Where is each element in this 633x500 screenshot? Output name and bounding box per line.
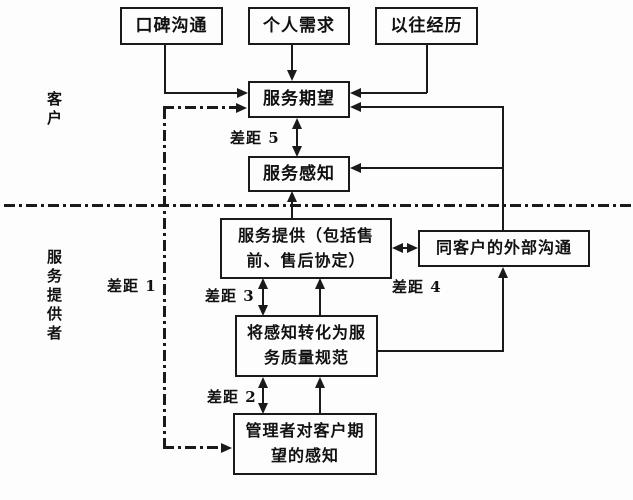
external-comm-branch-to-perception bbox=[359, 167, 503, 169]
external-comm-branch-to-expectation bbox=[359, 106, 503, 108]
gap2-arrowhead-up-icon bbox=[258, 377, 268, 388]
gap5-label: 差距 5 bbox=[230, 129, 280, 147]
service-expectation-box: 服务期望 bbox=[248, 81, 350, 118]
gap3-double-arrow-shaft bbox=[262, 287, 264, 307]
gap2-double-arrow-shaft bbox=[262, 386, 264, 405]
word-of-mouth-connector-horizontal bbox=[164, 92, 238, 94]
arrowhead-into-spec-bottom-icon bbox=[315, 377, 325, 388]
gap3-arrowhead-down-icon bbox=[258, 305, 268, 316]
customer-provider-divider-line bbox=[4, 204, 631, 207]
management-perception-box: 管理者对客户期 望的感知 bbox=[233, 413, 377, 475]
service-perception-box: 服务感知 bbox=[248, 156, 350, 192]
gap4-arrowhead-left-icon bbox=[392, 243, 403, 253]
past-experience-connector-horizontal bbox=[358, 92, 427, 94]
personal-needs-connector bbox=[291, 45, 293, 71]
past-experience-box: 以往经历 bbox=[375, 7, 478, 45]
spec-to-external-horizontal bbox=[378, 350, 504, 352]
word-of-mouth-box: 口碑沟通 bbox=[120, 7, 223, 45]
gap1-label: 差距 1 bbox=[107, 277, 157, 295]
gap4-double-arrow-shaft bbox=[399, 247, 411, 249]
spec-to-external-vertical bbox=[502, 277, 504, 352]
gap5-double-arrow-shaft bbox=[296, 128, 298, 148]
word-of-mouth-connector-vertical bbox=[164, 45, 166, 93]
management-to-spec-connector bbox=[319, 386, 321, 413]
delivery-to-perception-connector bbox=[291, 200, 293, 218]
arrowhead-expectation-from-external-icon bbox=[350, 102, 361, 112]
past-experience-connector-vertical bbox=[426, 45, 428, 93]
arrowhead-into-perception-bottom-icon bbox=[287, 191, 297, 202]
gap1-arrowhead-into-expectation-icon bbox=[236, 103, 247, 113]
gap5-arrowhead-up-icon bbox=[292, 118, 302, 129]
gap4-arrowhead-right-icon bbox=[407, 243, 418, 253]
personal-needs-box: 个人需求 bbox=[248, 7, 350, 45]
arrowhead-perception-from-external-icon bbox=[350, 163, 361, 173]
customer-region-label: 客户 bbox=[46, 90, 62, 128]
arrowhead-into-delivery-bottom-icon bbox=[315, 278, 325, 289]
gap3-arrowhead-up-icon bbox=[258, 278, 268, 289]
arrowhead-into-expectation-left-icon bbox=[237, 88, 248, 98]
gap1-dashdot-top-horizontal bbox=[163, 106, 238, 109]
arrowhead-into-expectation-right-icon bbox=[350, 88, 361, 98]
perception-to-spec-box: 将感知转化为服 务质量规范 bbox=[235, 315, 378, 377]
gap2-label: 差距 2 bbox=[207, 388, 257, 406]
spec-to-delivery-connector bbox=[319, 287, 321, 315]
gap5-arrowhead-down-icon bbox=[292, 146, 302, 157]
gap3-label: 差距 3 bbox=[205, 287, 255, 305]
gap1-dashdot-bottom-horizontal bbox=[163, 446, 223, 449]
service-delivery-box: 服务提供（包括售 前、售后协定） bbox=[220, 218, 392, 279]
gap1-arrowhead-into-management-icon bbox=[221, 443, 232, 453]
external-communication-box: 同客户的外部沟通 bbox=[418, 230, 590, 267]
service-provider-region-label: 服务提供者 bbox=[46, 248, 62, 343]
arrowhead-into-expectation-top-icon bbox=[287, 70, 297, 81]
gap4-label: 差距 4 bbox=[392, 278, 442, 296]
arrowhead-into-external-bottom-icon bbox=[498, 267, 508, 278]
gap1-dashdot-vertical bbox=[163, 108, 166, 448]
external-comm-trunk-vertical bbox=[502, 106, 504, 231]
gap2-arrowhead-down-icon bbox=[258, 403, 268, 414]
